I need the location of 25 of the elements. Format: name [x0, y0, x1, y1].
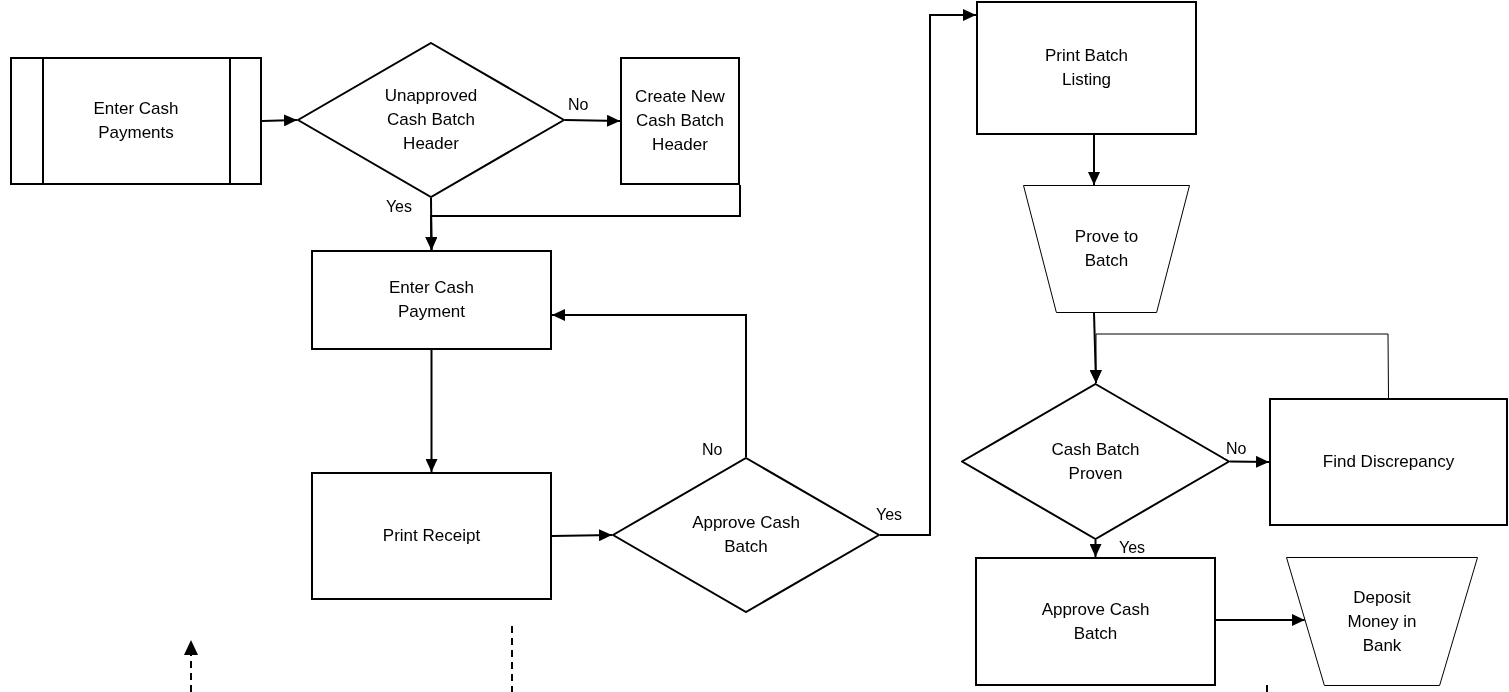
arrow: [1089, 539, 1102, 558]
node-label: Approve Cash Batch: [1040, 598, 1151, 645]
node-label: Cash Batch Proven: [1050, 438, 1141, 485]
arrow: [564, 114, 621, 127]
node-label: Print Batch Listing: [1043, 45, 1130, 91]
node-label: Unapproved Cash Batch Header: [383, 85, 479, 155]
node-label: Prove to Batch: [1073, 226, 1140, 272]
arrow: [551, 529, 613, 542]
arrow: [425, 349, 438, 473]
arrow: [261, 114, 298, 127]
node-label: Create New Cash Batch Header: [634, 86, 726, 156]
node-label: Find Discrepancy: [1322, 451, 1455, 473]
arrow: [1229, 455, 1270, 468]
arrow: [425, 184, 741, 251]
arrow: [1215, 614, 1306, 626]
node-label: Deposit Money in Bank: [1347, 586, 1417, 657]
arrow: [551, 309, 747, 458]
edge-label: No: [1224, 440, 1249, 458]
node-label: Enter Cash Payment: [387, 277, 475, 323]
arrow: [1090, 333, 1389, 399]
node-label: Approve Cash Batch: [691, 512, 801, 558]
arrow: [1088, 134, 1100, 186]
arrow: [879, 9, 977, 536]
node-label: Enter Cash Payments: [92, 98, 180, 144]
node-label: Print Receipt: [382, 525, 481, 547]
